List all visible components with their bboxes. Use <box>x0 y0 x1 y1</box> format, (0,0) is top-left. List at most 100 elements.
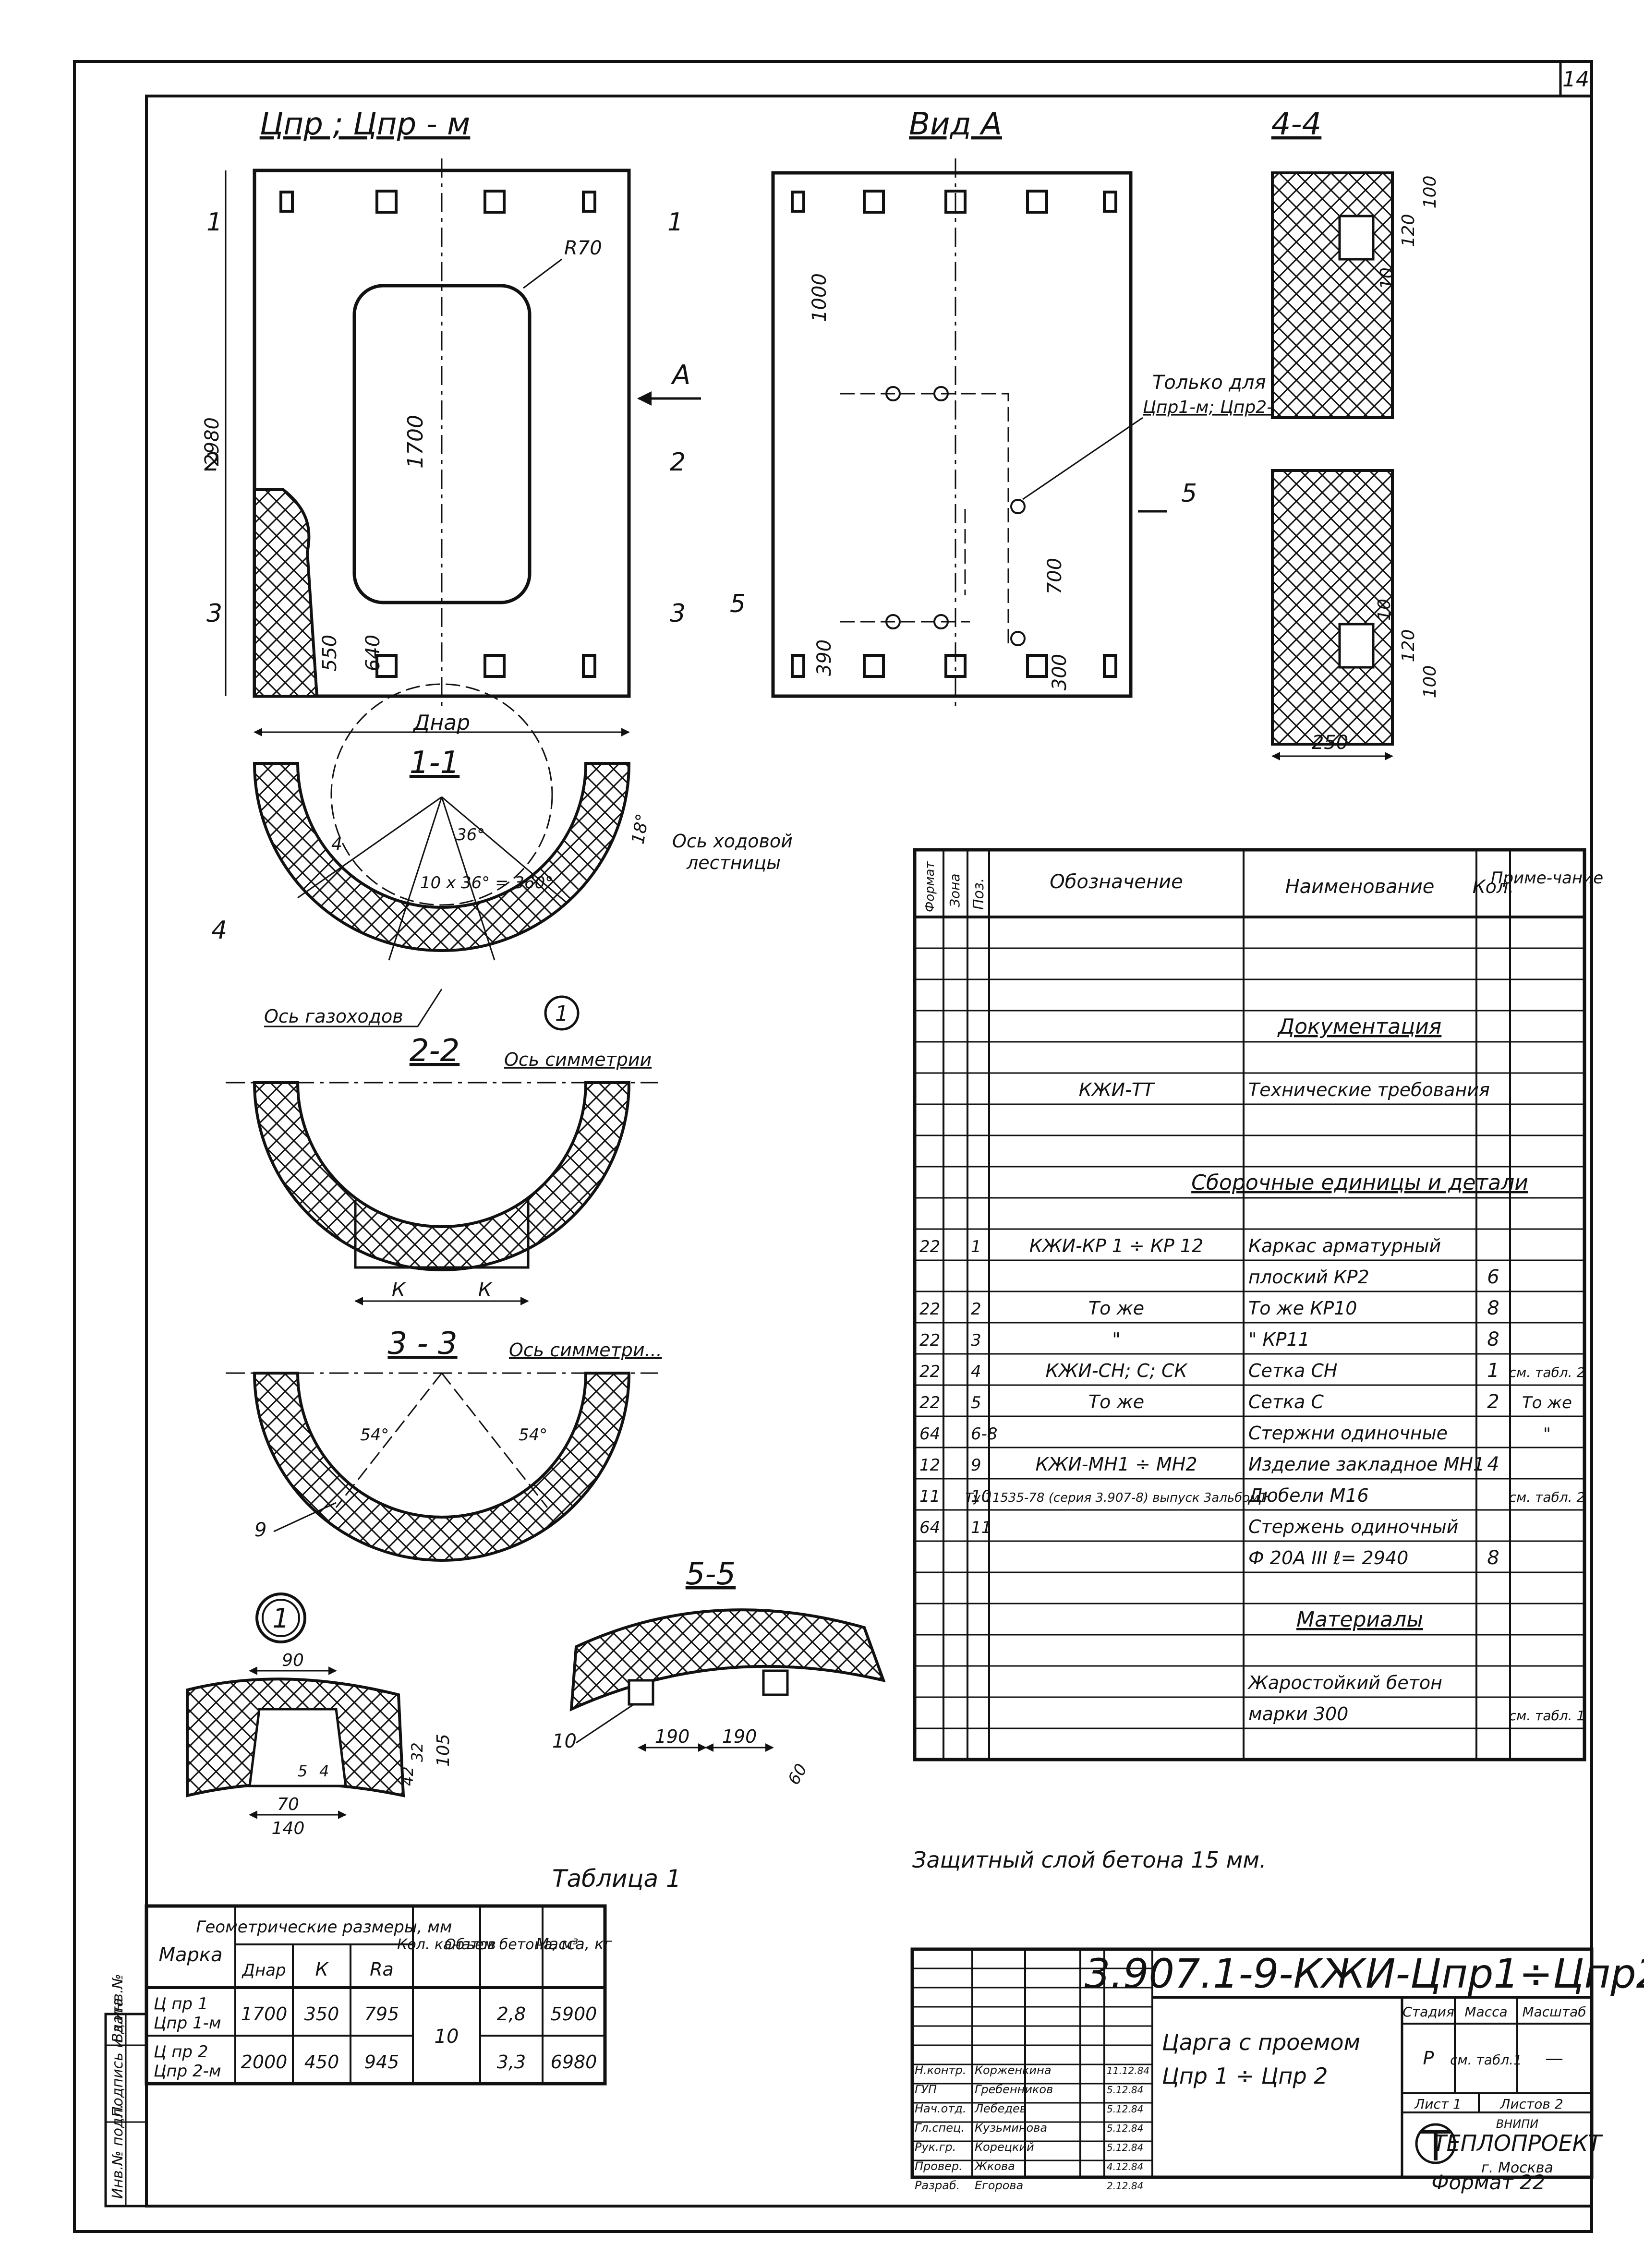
spec-cell-pos: 1 <box>971 1237 981 1256</box>
stamp-role: Рук.гр. <box>915 2140 956 2154</box>
spec-cell-name: Технические требования <box>1248 1079 1490 1100</box>
spec-cell-qty: 2 <box>1487 1391 1499 1413</box>
stamp-date: 4.12.84 <box>1107 2161 1143 2172</box>
dim-300: 300 <box>1049 654 1071 690</box>
cut-5-left: 5 <box>730 590 746 618</box>
spec-cell-pos: 4 <box>971 1362 981 1381</box>
main-view-title: Цпр ; Цпр - м <box>260 107 471 142</box>
stamp-date: 11.12.84 <box>1107 2065 1149 2076</box>
stamp-date: 5.12.84 <box>1107 2142 1143 2153</box>
stamp-name: Гребенников <box>975 2083 1053 2096</box>
stamp-role: Н.контр. <box>915 2063 966 2077</box>
dim-10-bot: 10 <box>1375 599 1394 621</box>
stamp-mass: см. табл.1 <box>1450 2052 1522 2068</box>
table-1-mass: 5900 <box>551 2003 597 2025</box>
table-1-header-mark: Марка <box>158 1944 222 1966</box>
stamp-sheets: Листов 2 <box>1499 2096 1563 2112</box>
pos-9: 9 <box>254 1519 266 1541</box>
spec-section-heading: Документация <box>1277 1014 1442 1039</box>
spec-cell-designation: КЖИ-КР 1 ÷ КР 12 <box>1029 1235 1204 1256</box>
dim-4-detail: 4 <box>319 1762 329 1780</box>
dim-90: 90 <box>282 1651 304 1670</box>
side-stamp-inv-podl: Инв.№ подл. <box>109 2104 126 2199</box>
table-1-volume: 3,3 <box>497 2051 526 2073</box>
table-1-header-volume: Объем бетона, м³ <box>445 1936 578 1953</box>
dim-190b: 190 <box>722 1726 757 1747</box>
table-1-header-mass: Масса, кг <box>536 1935 612 1953</box>
stamp-mass-header: Масса <box>1464 2004 1507 2020</box>
dim-32: 32 <box>408 1742 426 1762</box>
table-1-mass: 6980 <box>551 2051 597 2073</box>
spec-cell-pos: 11 <box>971 1518 991 1537</box>
spec-border <box>913 848 1586 1761</box>
org-logo-mark <box>1421 2130 1450 2160</box>
spec-cell-format: 22 <box>919 1331 940 1350</box>
spec-cell-note: см. табл. 2 <box>1509 1364 1585 1380</box>
axis-ladder-line2: лестницы <box>686 852 781 873</box>
table-1-mark: Ц пр 2 <box>154 2042 208 2062</box>
spec-cell-qty: 8 <box>1487 1297 1499 1319</box>
note-only-line2: Цпр1-м; Цпр2-м <box>1143 398 1286 417</box>
spec-header-note: Приме-чание <box>1491 869 1603 888</box>
spec-cell-qty: 8 <box>1487 1328 1499 1351</box>
spec-cell-name: Ф 20А III ℓ= 2940 <box>1248 1547 1408 1568</box>
spec-cell-name: Сетка С <box>1248 1391 1324 1412</box>
stamp-org-3: г. Москва <box>1481 2159 1553 2176</box>
section-4-4: 4-4 100 120 10 10 120 100 250 <box>1271 107 1440 760</box>
side-stamp: Инв.№ подл. Подпись и дата Вз.инв.№ <box>104 1974 148 2208</box>
angle-18: 18° <box>628 812 653 846</box>
angle-54-left: 54° <box>360 1425 389 1445</box>
spec-cell-name: Стержни одиночные <box>1248 1423 1448 1444</box>
format-note: Формат 22 <box>1431 2171 1545 2194</box>
angle-54-right: 54° <box>519 1425 547 1445</box>
spec-cell-note: То же <box>1522 1393 1572 1412</box>
table-1-ra: 795 <box>364 2003 399 2025</box>
spec-header-qty: Кол. <box>1473 876 1514 897</box>
dim-10-top: 10 <box>1377 267 1397 290</box>
stamp-stage-header: Стадия <box>1402 2004 1454 2020</box>
spec-cell-designation: Ту 11535-78 (серия 3.907-8) выпуск 3альб… <box>966 1491 1268 1505</box>
pos-10: 10 <box>552 1730 577 1752</box>
dim-105: 105 <box>434 1734 453 1767</box>
spec-header-name: Наименование <box>1285 876 1435 898</box>
section-5-5: 5-5 10 190 190 60 <box>552 1556 886 1788</box>
spec-cell-note: см. табл. 2 <box>1509 1489 1585 1505</box>
spec-cell-designation: То же <box>1088 1391 1144 1412</box>
spec-cell-name: " КР11 <box>1248 1329 1310 1350</box>
stamp-title-1: Царга с проемом <box>1162 2029 1360 2055</box>
spec-cell-designation: КЖИ-СН; С; СК <box>1046 1360 1188 1381</box>
detail-1-title: 1 <box>272 1603 290 1634</box>
note-only-line1: Только для <box>1152 372 1266 394</box>
stamp-name: Лебедев <box>974 2102 1027 2115</box>
table-1-mark-m: Цпр 2-м <box>154 2062 221 2081</box>
stamp-role: Провер. <box>915 2159 963 2173</box>
table-1-title: Таблица 1 <box>552 1865 681 1893</box>
spec-cell-pos: 3 <box>971 1331 981 1350</box>
spec-cell-name: Жаростойкий бетон <box>1247 1672 1442 1693</box>
dim-60: 60 <box>784 1761 811 1788</box>
stamp-scale: — <box>1545 2048 1563 2069</box>
cut-1-right: 1 <box>667 208 683 237</box>
spec-cell-qty: 1 <box>1487 1360 1499 1382</box>
dim-opening: 1700 <box>403 415 428 469</box>
table-1-k: 450 <box>304 2051 339 2073</box>
spec-cell-format: 22 <box>919 1300 940 1319</box>
stamp-org-2: ТЕПЛОПРОЕКТ <box>1433 2130 1604 2156</box>
sheet-number: 14 <box>1562 67 1589 92</box>
spec-cell-format: 64 <box>919 1518 940 1537</box>
table-1-header-dnar: Днар <box>241 1961 286 1980</box>
table-1-border <box>145 1904 607 2086</box>
section-2-2-title: 2-2 <box>410 1033 460 1069</box>
stamp-border <box>910 1947 1594 2179</box>
stamp-date: 5.12.84 <box>1107 2123 1143 2134</box>
table-1-k: 350 <box>304 2003 339 2025</box>
stamp-role: Разраб. <box>915 2179 960 2192</box>
table-1-header-geom: Геометрические размеры, мм <box>196 1918 452 1937</box>
k-right: К <box>478 1279 493 1301</box>
spec-cell-qty: 8 <box>1487 1547 1499 1569</box>
spec-cell-name: марки 300 <box>1248 1703 1348 1725</box>
spec-cell-pos: 6-8 <box>971 1424 998 1444</box>
spec-cell-name: То же КР10 <box>1248 1298 1357 1319</box>
